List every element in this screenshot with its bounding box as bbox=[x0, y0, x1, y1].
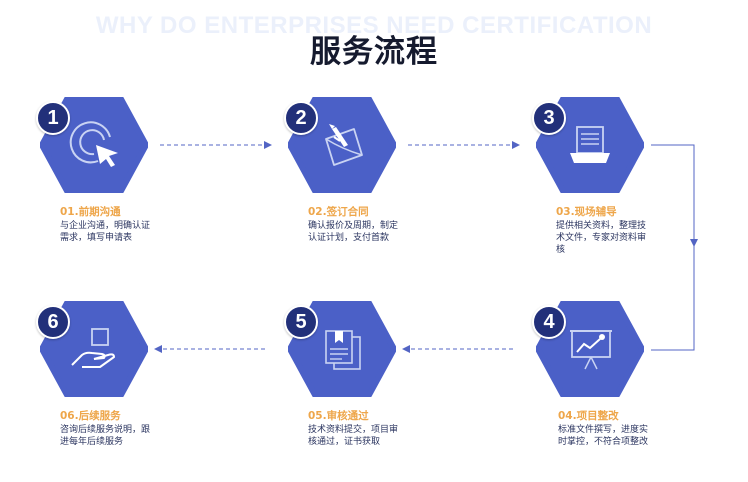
step-3-label: 03.现场辅导 bbox=[556, 206, 617, 218]
step-3-desc: 提供相关资料，整理技术文件，专家对资料审核 bbox=[556, 221, 647, 255]
presentation-chart-icon bbox=[570, 330, 612, 370]
hand-box-icon bbox=[71, 328, 115, 368]
step-4-label: 04.项目整改 bbox=[558, 410, 619, 422]
document-tray-icon bbox=[570, 126, 610, 163]
step-number-badge: 1 bbox=[36, 101, 70, 135]
background-title: WHY DO ENTERPRISES NEED CERTIFICATION bbox=[95, 12, 653, 39]
cursor-click-icon bbox=[69, 121, 118, 167]
step-3: 3 bbox=[532, 97, 644, 193]
page-title: 服务流程 bbox=[310, 34, 438, 70]
step-number-badge: 3 bbox=[532, 101, 566, 135]
step-6-desc: 咨询后续服务说明，跟进每年后续服务 bbox=[60, 425, 151, 447]
document-stack-icon bbox=[325, 330, 361, 370]
step-1-label: 01.前期沟通 bbox=[60, 206, 121, 218]
step-number-badge: 4 bbox=[532, 305, 566, 339]
step-number-badge: 2 bbox=[284, 101, 318, 135]
step-1-desc: 与企业沟通，明确认证需求，填写申请表 bbox=[60, 221, 151, 243]
step-number-badge: 5 bbox=[284, 305, 318, 339]
arrowhead-3-4 bbox=[690, 239, 698, 247]
arrowhead-5-6 bbox=[154, 345, 162, 353]
step-5: 5 bbox=[284, 301, 396, 397]
step-number-badge: 6 bbox=[36, 305, 70, 339]
step-2: 2 bbox=[284, 97, 396, 193]
step-4-desc: 标准文件撰写，进度实时掌控，不符合项整改 bbox=[558, 425, 649, 447]
connector-3-4 bbox=[651, 144, 695, 351]
arrowhead-4-5 bbox=[402, 345, 410, 353]
contract-sign-icon bbox=[325, 124, 363, 166]
step-6: 6 bbox=[36, 301, 148, 397]
arrowhead-2-3 bbox=[512, 141, 520, 149]
step-1: 1 bbox=[36, 97, 148, 193]
step-6-label: 06.后续服务 bbox=[60, 410, 121, 422]
step-2-desc: 确认报价及周期，制定认证计划，支付首款 bbox=[308, 221, 399, 243]
step-4: 4 bbox=[532, 301, 644, 397]
step-5-desc: 技术资料提交，项目审核通过，证书获取 bbox=[308, 425, 399, 447]
arrowhead-1-2 bbox=[264, 141, 272, 149]
step-5-label: 05.审核通过 bbox=[308, 410, 369, 422]
step-2-label: 02.签订合同 bbox=[308, 206, 369, 218]
